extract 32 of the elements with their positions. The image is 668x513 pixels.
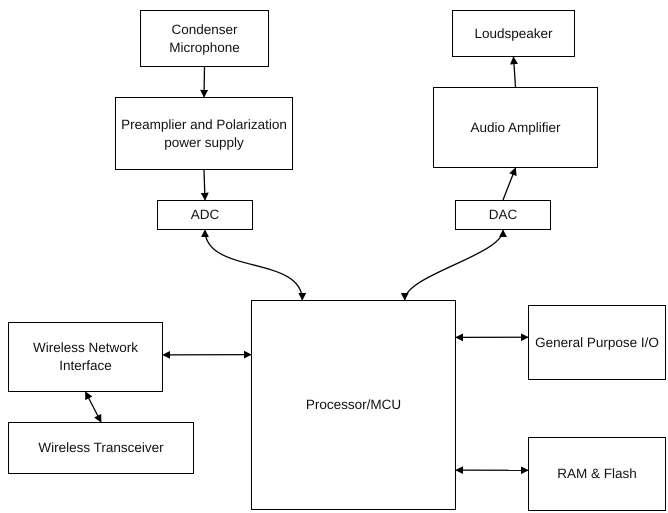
- arrow: [200, 170, 209, 201]
- arrow: [502, 167, 517, 200]
- process-box: [251, 300, 456, 510]
- box-label: RAM & Flash: [557, 465, 637, 483]
- box-label: General Purpose I/O: [535, 334, 659, 352]
- process-box: [455, 200, 551, 230]
- arrow: [510, 56, 518, 88]
- box-label: DAC: [488, 206, 518, 224]
- box-label: Preamplier and Polarization power supply: [120, 116, 288, 152]
- process-box: [528, 437, 666, 511]
- arrow: [455, 333, 529, 342]
- process-box: [433, 87, 598, 168]
- process-box: [115, 97, 293, 170]
- box-label: Loudspeaker: [474, 24, 553, 42]
- arrow: [162, 350, 252, 359]
- box-label: Audio Amplifier: [470, 118, 561, 136]
- box-label: Wireless Network Interface: [32, 339, 139, 375]
- process-box: [528, 305, 666, 380]
- process-box: [8, 422, 194, 474]
- arrow: [202, 229, 305, 301]
- process-box: [8, 322, 163, 392]
- process-box: [452, 10, 575, 57]
- box-label: Condenser Microphone: [168, 20, 241, 56]
- process-box: [157, 200, 253, 230]
- arrow: [200, 66, 208, 98]
- box-label: ADC: [190, 206, 220, 224]
- process-box: [140, 10, 269, 67]
- arrow: [403, 229, 505, 301]
- arrow: [84, 391, 102, 423]
- box-label: Wireless Transceiver: [38, 439, 164, 457]
- box-label: Processor/MCU: [306, 396, 402, 414]
- arrow: [455, 466, 529, 474]
